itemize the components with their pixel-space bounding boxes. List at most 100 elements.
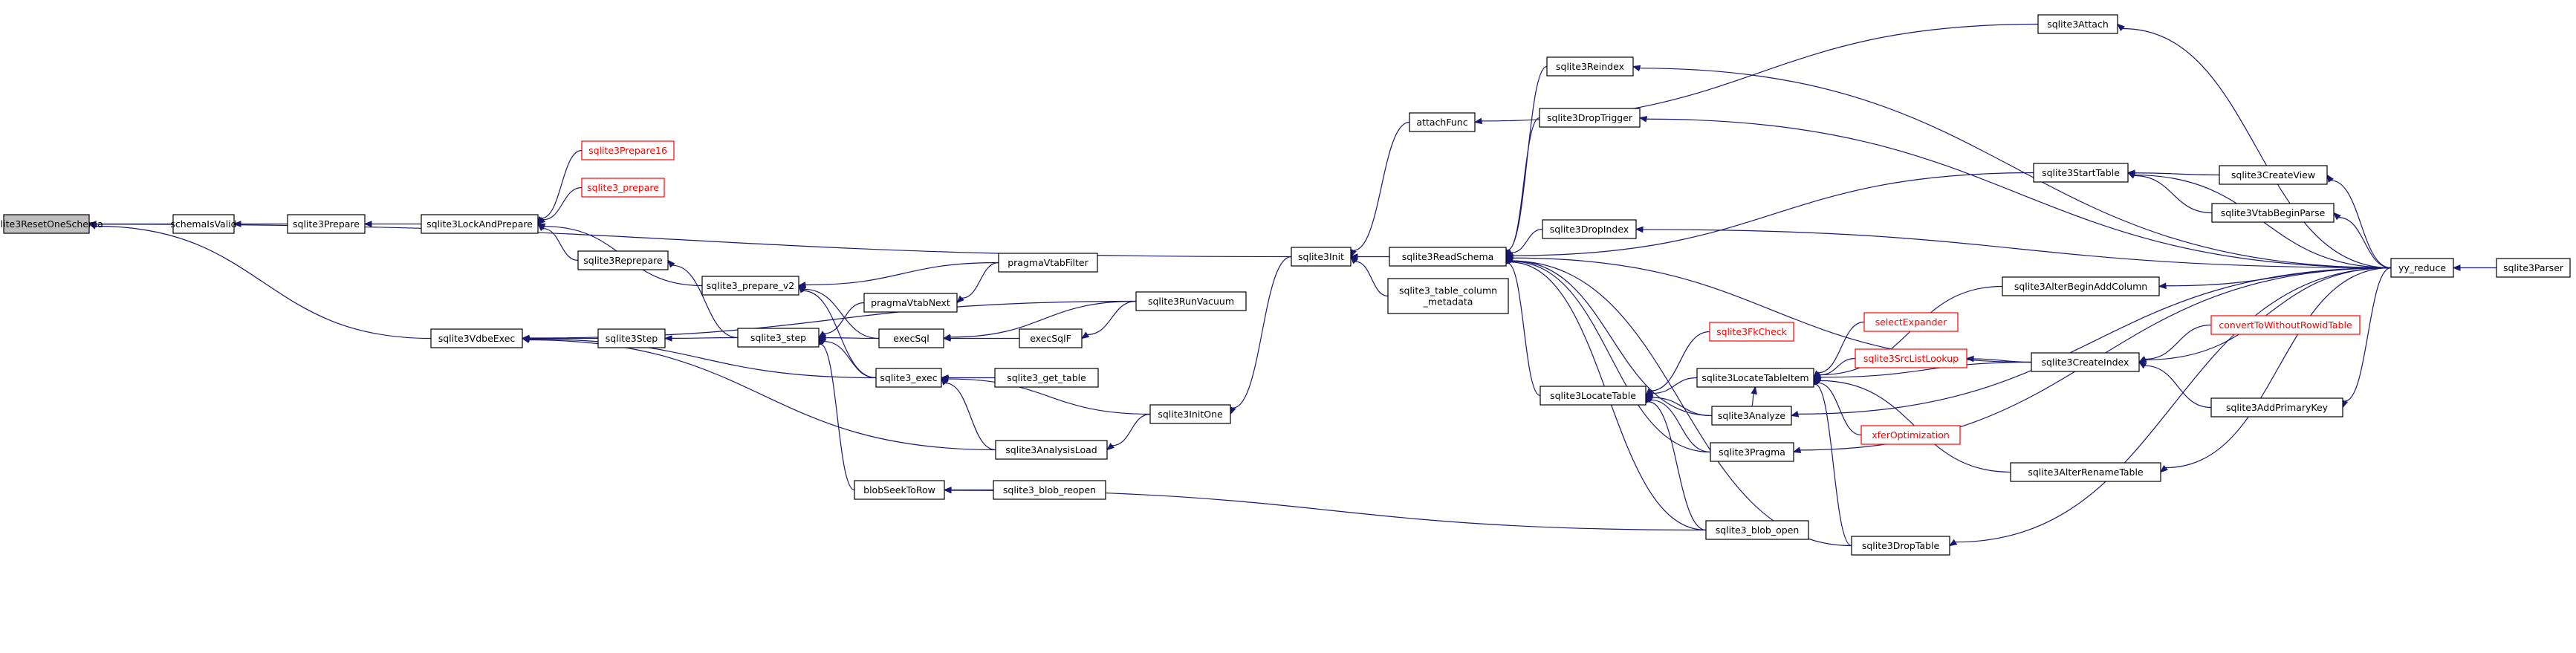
node-label: sqlite3SrcListLookup bbox=[1863, 353, 1959, 364]
edge-sqlite3-vtab-begin-parse-to-sqlite3-start-table bbox=[2126, 172, 2213, 214]
node-label: sqlite3InitOne bbox=[1158, 409, 1223, 420]
node-sqlite3-prepare[interactable]: sqlite3_prepare bbox=[581, 178, 665, 198]
edge-sqlite3-run-vacuum-to-exec-sql bbox=[942, 300, 1137, 340]
node-sqlite3-create-index[interactable]: sqlite3CreateIndex bbox=[2031, 352, 2140, 372]
node-label: sqlite3StartTable bbox=[2042, 167, 2120, 178]
node-convert-to-without-rowid-table[interactable]: convertToWithoutRowidTable bbox=[2210, 315, 2361, 335]
node-sqlite3-create-view[interactable]: sqlite3CreateView bbox=[2219, 165, 2328, 185]
node-label: sqlite3Reprepare bbox=[583, 255, 663, 266]
node-label: sqlite3ResetOneSchema bbox=[0, 218, 103, 230]
node-sqlite3-alter-rename-table[interactable]: sqlite3AlterRenameTable bbox=[2010, 462, 2161, 482]
node-box bbox=[1540, 386, 1647, 406]
node-label: attachFunc bbox=[1416, 117, 1467, 128]
node-sqlite3-prepare16[interactable]: sqlite3Prepare16 bbox=[581, 140, 675, 160]
node-box bbox=[1135, 291, 1247, 311]
edge-sqlite3-blob-open-to-sqlite3-locate-table bbox=[1645, 394, 1707, 531]
node-box bbox=[2210, 315, 2361, 335]
node-label: sqlite3Step bbox=[606, 333, 658, 344]
node-box bbox=[1019, 328, 1083, 348]
edge-yy-reduce-to-sqlite3-alter-begin-add-column bbox=[2158, 267, 2392, 290]
node-sqlite3-alter-begin-add-column[interactable]: sqlite3AlterBeginAddColumn bbox=[2002, 276, 2160, 296]
node-sqlite3-fk-check[interactable]: sqlite3FkCheck bbox=[1709, 322, 1794, 342]
node-label: sqlite3AlterRenameTable bbox=[2028, 467, 2144, 478]
node-sqlite3-lock-and-prepare[interactable]: sqlite3LockAndPrepare bbox=[421, 214, 539, 234]
node-sqlite3-read-schema[interactable]: sqlite3ReadSchema bbox=[1389, 247, 1507, 267]
node-sqlite3-vdbe-exec[interactable]: sqlite3VdbeExec bbox=[430, 328, 523, 348]
node-sqlite3-add-primary-key[interactable]: sqlite3AddPrimaryKey bbox=[2210, 397, 2343, 418]
node-sqlite3-analyze[interactable]: sqlite3Analyze bbox=[1711, 406, 1792, 426]
node-sqlite3-attach[interactable]: sqlite3Attach bbox=[2037, 14, 2118, 34]
node-label: sqlite3FkCheck bbox=[1716, 326, 1788, 337]
node-sqlite3-parser[interactable]: sqlite3Parser bbox=[2496, 258, 2571, 278]
node-xfer-optimization[interactable]: xferOptimization bbox=[1860, 425, 1961, 445]
edge-sqlite3-pragma-to-sqlite3-read-schema bbox=[1505, 256, 1711, 453]
node-sqlite3-init-one[interactable]: sqlite3InitOne bbox=[1149, 404, 1231, 424]
node-box bbox=[737, 328, 820, 348]
node-sqlite3-blob-open[interactable]: sqlite3_blob_open bbox=[1705, 520, 1809, 540]
node-sqlite3-vtab-begin-parse[interactable]: sqlite3VtabBeginParse bbox=[2211, 203, 2335, 223]
node-yy-reduce[interactable]: yy_reduce bbox=[2390, 258, 2454, 278]
node-sqlite3-drop-table[interactable]: sqlite3DropTable bbox=[1851, 536, 1950, 556]
node-box bbox=[2031, 352, 2140, 372]
node-sqlite3-drop-trigger[interactable]: sqlite3DropTrigger bbox=[1539, 108, 1641, 128]
edge-sqlite3-locate-table-to-sqlite3-read-schema bbox=[1505, 256, 1541, 397]
node-sqlite3-step[interactable]: sqlite3_step bbox=[737, 328, 820, 348]
edge-sqlite3-table-column-metadata-to-sqlite3-init bbox=[1350, 256, 1389, 297]
node-pragma-vtab-next[interactable]: pragmaVtabNext bbox=[863, 293, 958, 313]
node-label: sqlite3LocateTableItem bbox=[1701, 372, 1808, 383]
node-label: sqlite3VtabBeginParse bbox=[2221, 207, 2326, 218]
node-exec-sql-f[interactable]: execSqlF bbox=[1019, 328, 1083, 348]
node-sqlite3-reset-one-schema[interactable]: sqlite3ResetOneSchema bbox=[0, 214, 103, 234]
node-sqlite3-analysis-load[interactable]: sqlite3AnalysisLoad bbox=[995, 440, 1108, 460]
node-box bbox=[1409, 112, 1476, 132]
node-sqlite3-reprepare[interactable]: sqlite3Reprepare bbox=[577, 250, 669, 270]
node-box bbox=[863, 293, 958, 313]
node-sqlite3-locate-table-item[interactable]: sqlite3LocateTableItem bbox=[1696, 368, 1814, 388]
node-box bbox=[2033, 163, 2129, 183]
node-schema-is-valid[interactable]: schemaIsValid bbox=[170, 214, 237, 234]
node-sqlite3-pragma[interactable]: sqlite3Pragma bbox=[1710, 442, 1794, 462]
node-box bbox=[430, 328, 523, 348]
edge-sqlite3-run-vacuum-to-exec-sql-f bbox=[1080, 300, 1137, 340]
node-sqlite3-prepare[interactable]: sqlite3Prepare bbox=[287, 214, 366, 234]
node-sqlite3-get-table[interactable]: sqlite3_get_table bbox=[994, 368, 1099, 388]
node-box bbox=[1851, 536, 1950, 556]
node-label: schemaIsValid bbox=[170, 218, 236, 230]
node-pragma-vtab-filter[interactable]: pragmaVtabFilter bbox=[998, 253, 1098, 273]
node-select-expander[interactable]: selectExpander bbox=[1863, 312, 1959, 332]
node-blob-seek-to-row[interactable]: blobSeekToRow bbox=[854, 480, 945, 500]
node-label: sqlite3Parser bbox=[2503, 262, 2564, 273]
node-sqlite3-exec[interactable]: sqlite3_exec bbox=[875, 368, 942, 388]
node-box bbox=[2211, 203, 2335, 223]
node-sqlite3-drop-index[interactable]: sqlite3DropIndex bbox=[1542, 219, 1637, 239]
node-sqlite3-src-list-lookup[interactable]: sqlite3SrcListLookup bbox=[1855, 348, 1967, 368]
node-label: sqlite3AddPrimaryKey bbox=[2226, 402, 2329, 413]
node-sqlite3-run-vacuum[interactable]: sqlite3RunVacuum bbox=[1135, 291, 1247, 311]
edge-sqlite3-parser-to-yy-reduce bbox=[2452, 264, 2496, 271]
node-box bbox=[1860, 425, 1961, 445]
edge-sqlite3-prepare-to-sqlite3-lock-and-prepare bbox=[536, 186, 583, 225]
node-box bbox=[2002, 276, 2160, 296]
node-sqlite3-locate-table[interactable]: sqlite3LocateTable bbox=[1540, 386, 1647, 406]
edge-yy-reduce-to-sqlite3-alter-rename-table bbox=[2159, 267, 2392, 473]
edge-blob-seek-to-row-to-sqlite3-step bbox=[817, 337, 855, 491]
node-label: _metadata bbox=[1423, 296, 1473, 308]
edge-yy-reduce-to-sqlite3-attach bbox=[2116, 23, 2392, 269]
node-attach-func[interactable]: attachFunc bbox=[1409, 112, 1476, 132]
node-label: sqlite3DropTable bbox=[1862, 540, 1940, 551]
node-sqlite3-table-column-metadata[interactable]: sqlite3_table_column_metadata bbox=[1387, 278, 1509, 314]
edge-sqlite3-analyze-to-sqlite3-locate-table-item bbox=[1751, 386, 1757, 407]
node-label: sqlite3_prepare_v2 bbox=[707, 280, 794, 291]
node-box bbox=[2037, 14, 2118, 34]
node-sqlite3-init[interactable]: sqlite3Init bbox=[1291, 247, 1352, 267]
node-sqlite3-reindex[interactable]: sqlite3Reindex bbox=[1546, 56, 1634, 77]
node-sqlite3-blob-reopen[interactable]: sqlite3_blob_reopen bbox=[993, 480, 1106, 500]
node-box bbox=[1711, 406, 1792, 426]
node-sqlite3-start-table[interactable]: sqlite3StartTable bbox=[2033, 163, 2129, 183]
edge-sqlite3-step-to-sqlite3-reprepare bbox=[667, 259, 739, 339]
node-box bbox=[3, 214, 90, 234]
node-label: sqlite3_blob_open bbox=[1716, 524, 1800, 536]
node-sqlite3-step[interactable]: sqlite3Step bbox=[597, 328, 666, 348]
node-sqlite3-prepare-v2[interactable]: sqlite3_prepare_v2 bbox=[701, 276, 799, 296]
node-exec-sql[interactable]: execSql bbox=[878, 328, 944, 348]
